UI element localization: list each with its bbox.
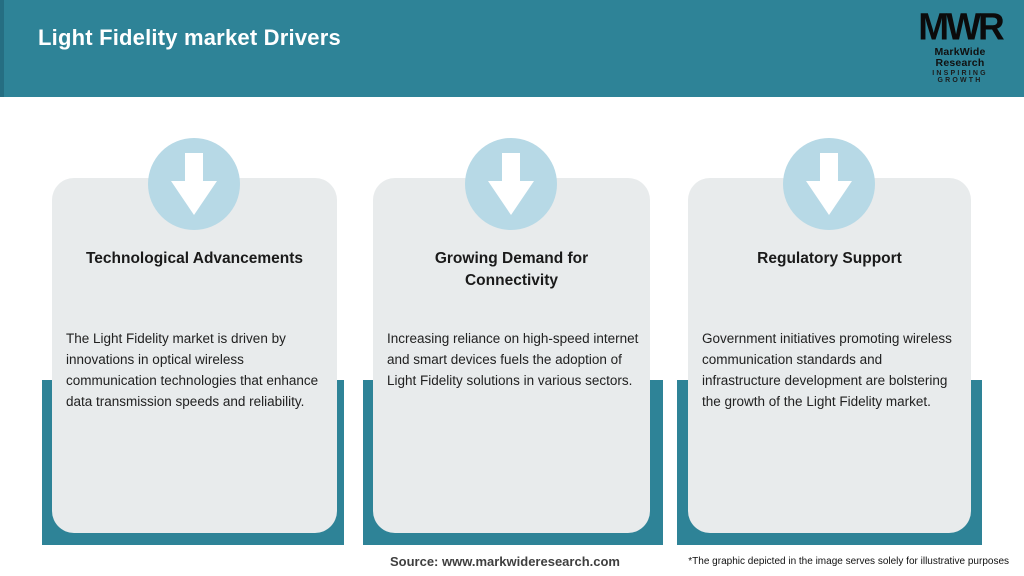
source-line: Source: www.markwideresearch.com — [389, 554, 620, 569]
card-title: Growing Demand for Connectivity — [434, 250, 589, 290]
card-body: Government initiatives promoting wireles… — [702, 331, 952, 409]
logo-company-name: MarkWide Research — [934, 46, 986, 69]
header-left-edge — [0, 0, 4, 97]
logo-monogram: MWR — [918, 5, 1004, 48]
card-body: The Light Fidelity market is driven by i… — [66, 331, 319, 409]
header-bar: Light Fidelity market Drivers MWR MarkWi… — [0, 0, 1024, 97]
card-title: Regulatory Support — [757, 250, 902, 267]
logo-tagline: INSPIRING GROWTH — [932, 70, 988, 84]
down-arrow-icon — [465, 138, 557, 230]
card-title: Technological Advancements — [85, 250, 304, 267]
markwide-logo: MWR MarkWide Research INSPIRING GROWTH — [912, 8, 1008, 84]
down-arrow-icon — [148, 138, 240, 230]
driver-card: Technological Advancements The Light Fid… — [52, 178, 337, 533]
page-title: Light Fidelity market Drivers — [38, 25, 341, 50]
driver-card: Growing Demand for Connectivity Increasi… — [373, 178, 650, 533]
card-body: Increasing reliance on high-speed intern… — [387, 331, 639, 388]
disclaimer-note: *The graphic depicted in the image serve… — [688, 556, 1009, 567]
driver-card: Regulatory Support Government initiative… — [688, 178, 971, 533]
down-arrow-icon — [783, 138, 875, 230]
